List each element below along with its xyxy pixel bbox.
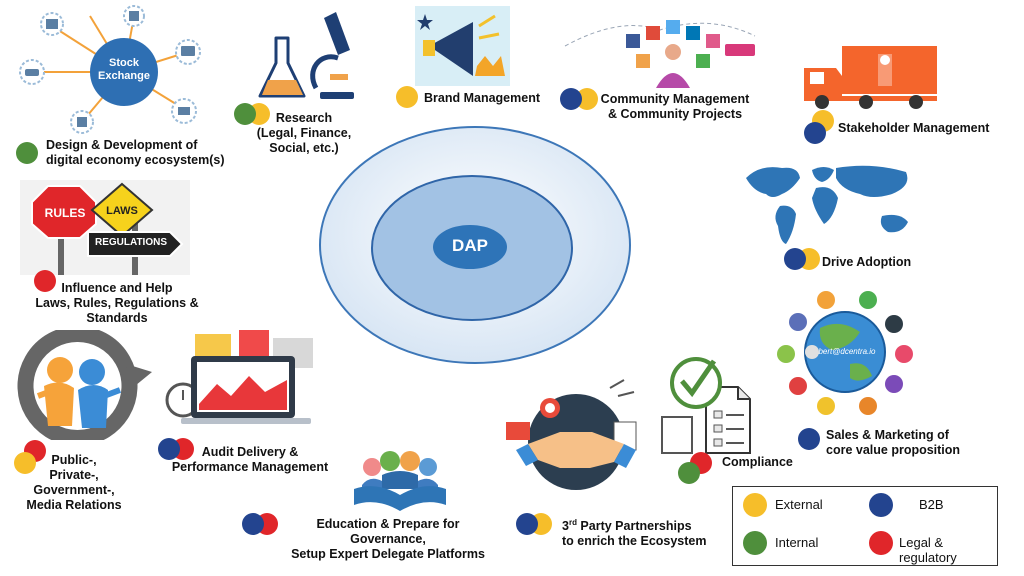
legend-external-dot xyxy=(743,493,767,517)
design-development-label: Design & Development of digital economy … xyxy=(46,138,225,167)
education-label: Education & Prepare for Governance, Setu… xyxy=(291,517,485,561)
legend-internal-dot xyxy=(743,531,767,555)
b2b-dot xyxy=(798,428,820,450)
external-dot xyxy=(14,452,36,474)
partnerships-label: 3rd Party Partnerships to enrich the Eco… xyxy=(562,518,707,549)
legend-box: External B2B Internal Legal & regulatory xyxy=(732,486,998,566)
influence-label: Influence and Help Laws, Rules, Regulati… xyxy=(35,281,199,325)
public-relations-label: Public-, Private-, Government-, Media Re… xyxy=(26,453,122,512)
audit-laptop-icon xyxy=(165,330,313,424)
legend-b2b-dot xyxy=(869,493,893,517)
brand-management-label: Brand Management xyxy=(424,91,540,105)
signs-icon xyxy=(20,180,190,275)
megaphone-icon xyxy=(415,6,510,86)
sales-globe-icon xyxy=(777,291,913,415)
internal-dot xyxy=(16,142,38,164)
legend-internal-label: Internal xyxy=(775,535,819,550)
b2b-dot xyxy=(516,513,538,535)
stock-exchange-network-icon xyxy=(19,5,201,134)
legend-legal-label: Legal & regulatory xyxy=(899,535,957,565)
research-icon xyxy=(258,12,354,99)
b2b-dot xyxy=(804,122,826,144)
audit-delivery-label: Audit Delivery & Performance Management xyxy=(171,445,329,474)
community-icon xyxy=(564,20,756,88)
external-dot xyxy=(576,88,598,110)
legal-dot xyxy=(34,270,56,292)
sales-marketing-label: Sales & Marketing of core value proposit… xyxy=(826,428,961,457)
dap-label: DAP xyxy=(452,236,488,255)
dap-ellipse xyxy=(433,225,507,269)
legend-b2b-label: B2B xyxy=(919,497,944,512)
laws-sign-text: LAWS xyxy=(106,205,138,217)
legend-legal-dot xyxy=(869,531,893,555)
b2b-dot xyxy=(158,438,180,460)
internal-dot xyxy=(678,462,700,484)
compliance-label: Compliance xyxy=(722,455,793,469)
stock-exchange-label: Stock Exchange xyxy=(98,57,150,82)
external-dot xyxy=(396,86,418,108)
stakeholder-management-label: Stakeholder Management xyxy=(838,121,990,135)
research-label: Research (Legal, Finance, Social, etc.) xyxy=(256,111,352,155)
rules-sign-text: RULES xyxy=(44,206,86,220)
sales-globe-email: bert@dcentra.io xyxy=(818,347,876,356)
regulations-sign-text: REGULATIONS xyxy=(94,237,168,248)
stakeholder-truck-icon xyxy=(804,46,937,109)
handshake-icon xyxy=(506,379,637,490)
community-management-label: Community Management & Community Project… xyxy=(600,92,750,121)
compliance-icon xyxy=(661,357,751,454)
internal-dot xyxy=(234,103,256,125)
b2b-dot xyxy=(242,513,264,535)
education-icon xyxy=(354,451,446,511)
b2b-dot xyxy=(784,248,806,270)
b2b-dot xyxy=(560,88,582,110)
legend-external-label: External xyxy=(775,497,823,512)
world-map-icon xyxy=(746,165,908,244)
drive-adoption-label: Drive Adoption xyxy=(822,255,912,269)
public-relations-icon xyxy=(17,330,152,440)
